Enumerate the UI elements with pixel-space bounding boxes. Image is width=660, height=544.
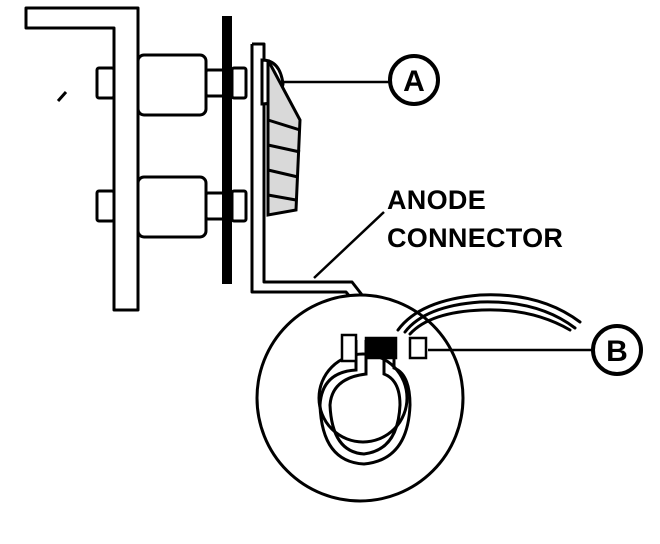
mounting-bracket [24,6,140,312]
callout-b-circle [591,324,643,376]
leader-line-anode [313,211,385,279]
callout-b-label: B [606,335,628,368]
leader-lines [282,80,592,352]
callout-a: A [388,54,440,106]
anode-connector-label: ANODE CONNECTOR [387,185,563,253]
callout-b: B [591,324,643,376]
stray-mark [56,91,68,102]
anode-label-line-1: ANODE [387,185,486,215]
clamp-screw [340,333,428,363]
anode-label-line-2: CONNECTOR [387,223,563,253]
board-plate [222,16,232,284]
lead-wire [396,293,582,336]
round-insulator [255,293,465,503]
clamp [318,340,412,466]
upper-standoff [95,53,248,117]
terminal-a [260,58,302,217]
callout-a-circle [388,54,440,106]
callout-a-label: A [403,65,425,98]
